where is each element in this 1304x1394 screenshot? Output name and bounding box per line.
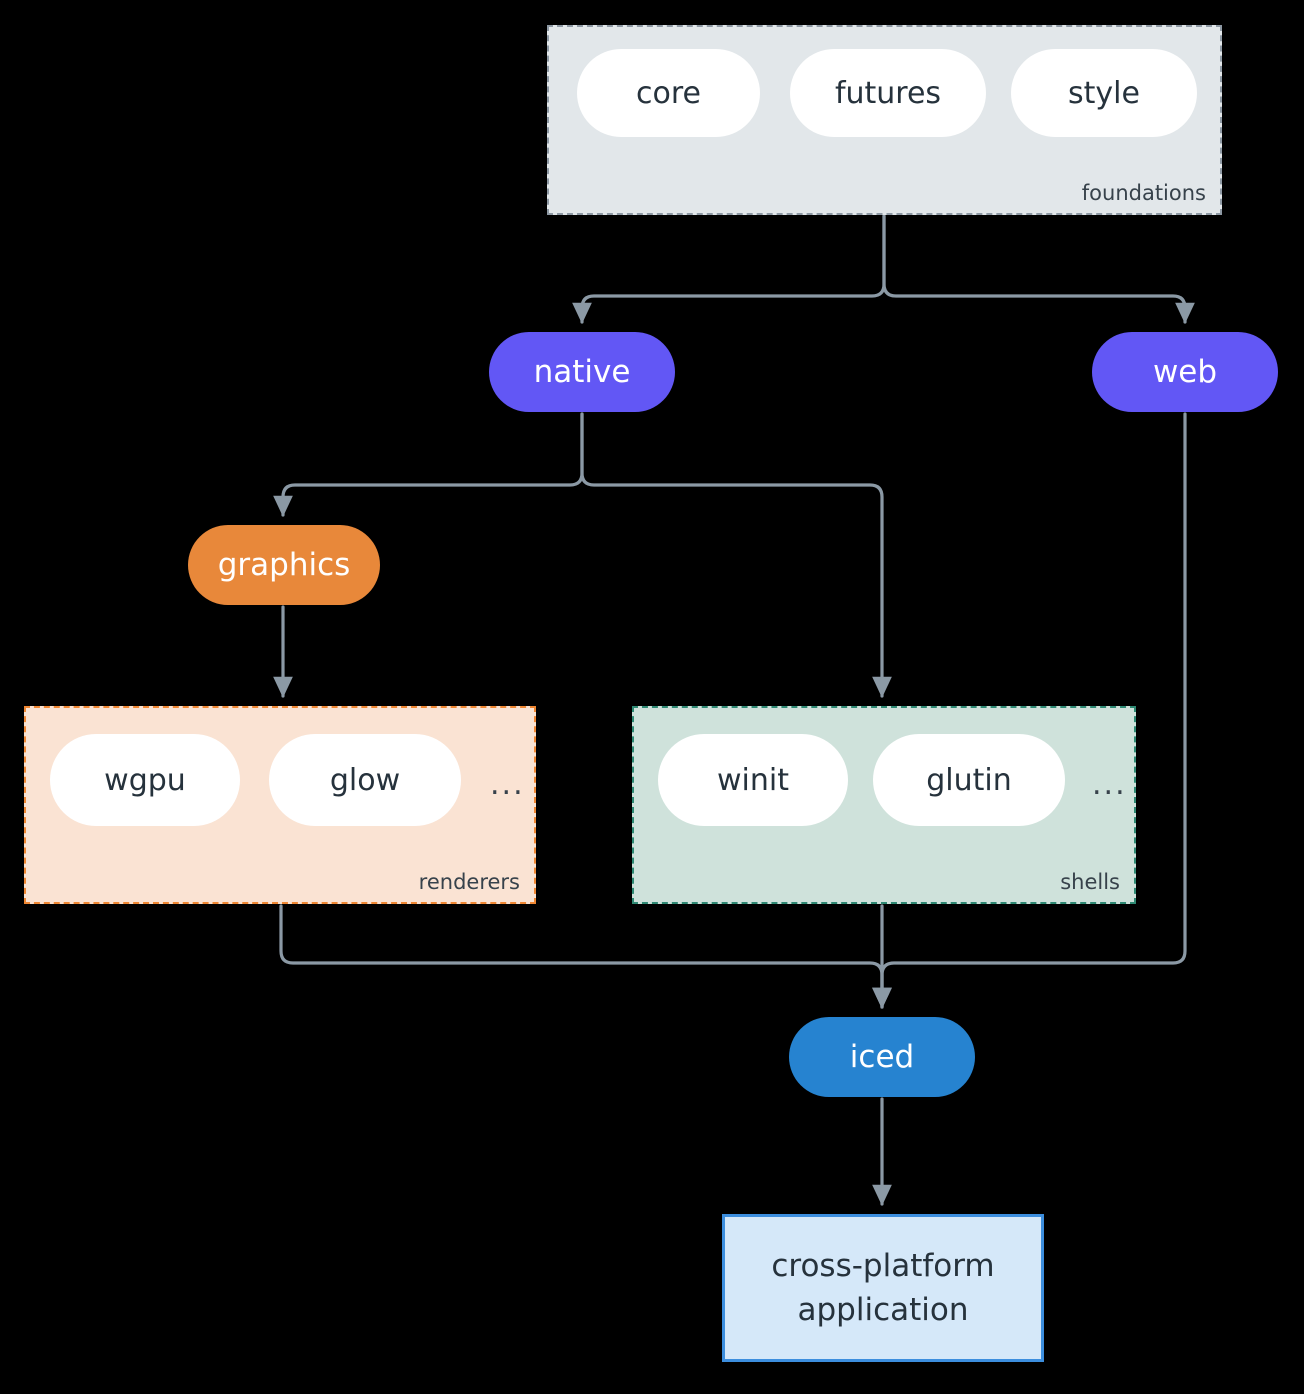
node-core-label: core [636,75,701,111]
shells-ellipsis: ... [1092,767,1127,802]
node-futures-label: futures [834,75,942,111]
node-style[interactable]: style [1011,49,1197,137]
node-graphics-label: graphics [217,547,351,583]
node-wgpu[interactable]: wgpu [50,734,240,826]
node-glow-label: glow [329,762,401,798]
edge-native-to-graphics [273,412,584,517]
node-winit[interactable]: winit [658,734,848,826]
node-web-label: web [1152,354,1218,390]
node-winit-label: winit [717,762,789,798]
node-core[interactable]: core [577,49,760,137]
node-native[interactable]: native [489,332,675,412]
edge-foundations-to-web [882,214,1195,324]
edge-foundations-to-native [572,214,886,324]
node-graphics[interactable]: graphics [188,525,380,605]
edge-renderers-to-iced [279,904,892,1009]
application-line-2: application [797,1292,969,1328]
node-futures[interactable]: futures [790,49,986,137]
cluster-shells-label: shells [1060,870,1120,894]
node-native-label: native [533,354,631,390]
application-line-1: cross-platform [771,1247,995,1284]
node-iced-label: iced [849,1039,915,1075]
cluster-foundations: core futures style foundations [547,25,1222,215]
edge-native-to-shells [580,412,892,698]
node-iced[interactable]: iced [789,1017,975,1097]
node-glow[interactable]: glow [269,734,461,826]
renderers-ellipsis: ... [490,767,525,802]
node-cross-platform-application[interactable]: cross-platform application [722,1214,1044,1362]
node-web[interactable]: web [1092,332,1278,412]
node-wgpu-label: wgpu [104,762,186,798]
node-style-label: style [1068,75,1140,111]
cluster-renderers-label: renderers [418,870,520,894]
cluster-shells: winit glutin ... shells [632,706,1136,904]
node-glutin[interactable]: glutin [873,734,1065,826]
cluster-foundations-label: foundations [1081,181,1206,205]
node-glutin-label: glutin [926,762,1012,798]
cluster-renderers: wgpu glow ... renderers [24,706,536,904]
